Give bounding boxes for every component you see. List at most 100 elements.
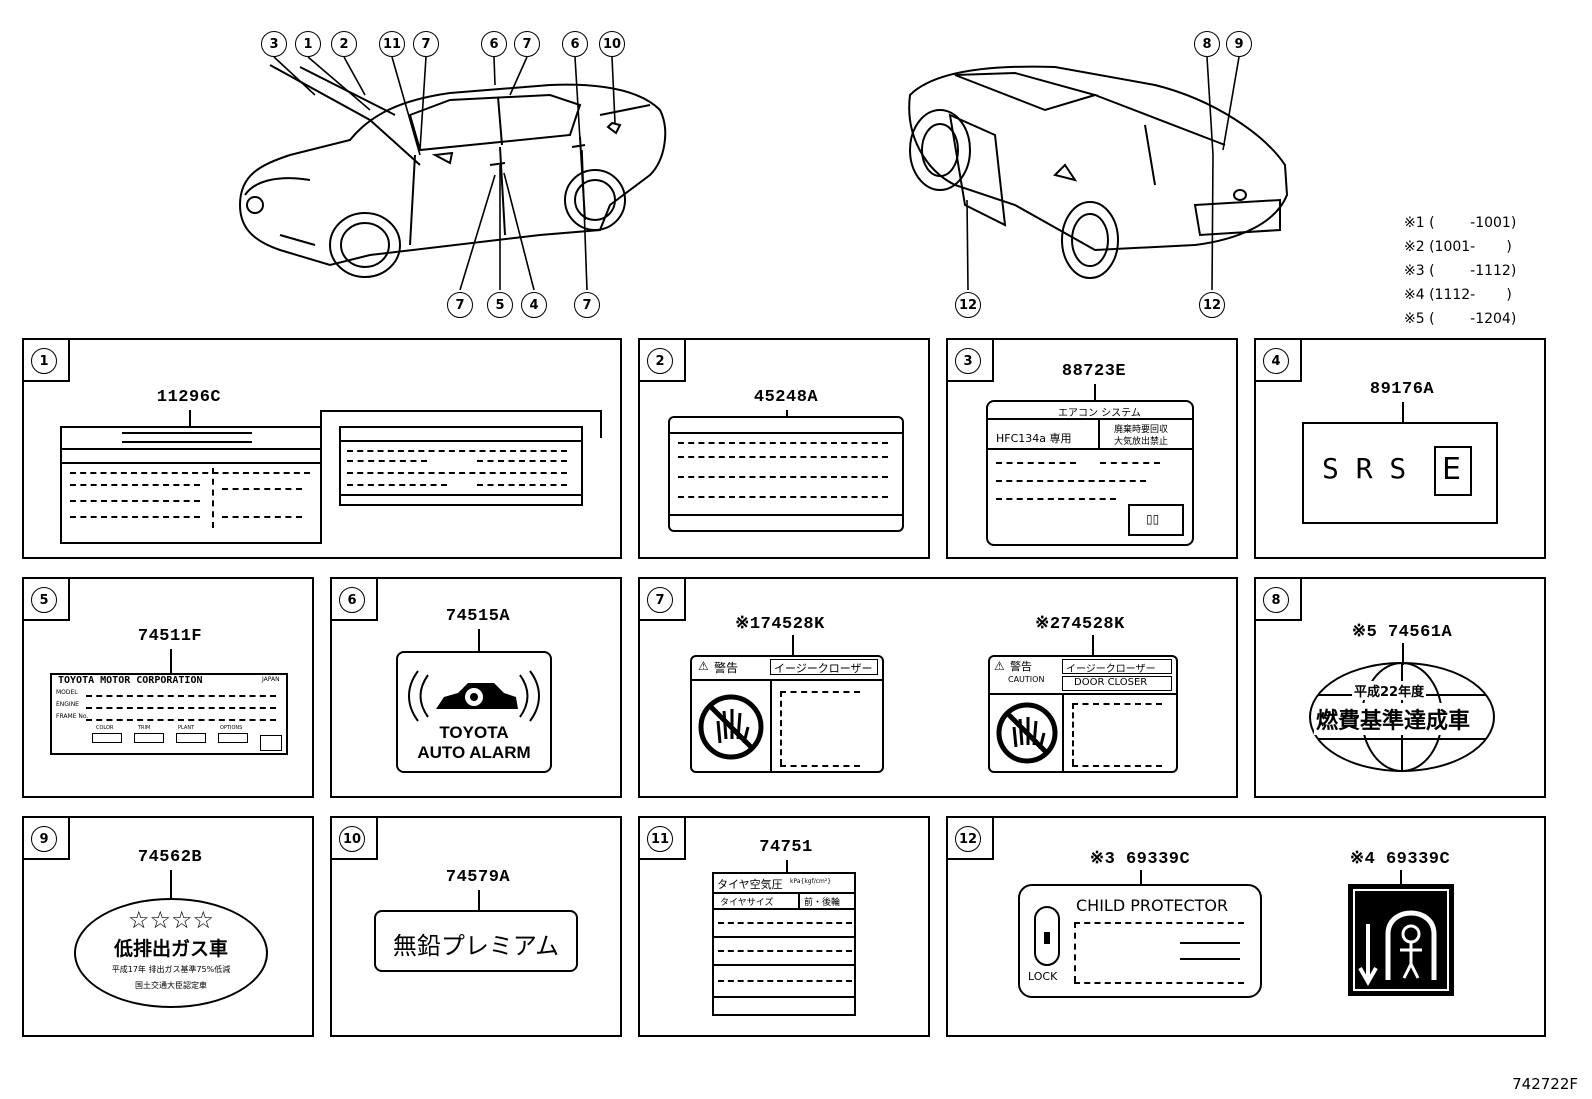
panel-8: 8 ※5 74561A 平成22年度 燃費基準達成車 — [1254, 577, 1546, 798]
part-number: 89176A — [1369, 380, 1435, 399]
field-plant: PLANT — [178, 725, 195, 731]
panel-11: 11 74751 タイヤ空気圧 kPa{kgf/cm²} タイヤサイズ 前・後輪 — [638, 816, 930, 1037]
aircon-label: エアコン システム HFC134a 専用 廃棄時要回収 大気放出禁止 ▯▯ — [986, 400, 1194, 546]
callout-7: 7 — [514, 31, 540, 57]
field-trim: TRIM — [138, 725, 151, 731]
srs-label: S R S E — [1302, 422, 1498, 524]
emission-cert: 国土交通大臣認定車 — [135, 981, 207, 990]
aircon-box-mark: ▯▯ — [1146, 512, 1160, 526]
panel-7: 7 ※174528K ⚠ 警告 イージークローザー ※274528K ⚠ 警告 … — [638, 577, 1238, 798]
aircon-note-2: 大気放出禁止 — [1114, 437, 1169, 447]
part-number-b: ※274528K — [1035, 615, 1125, 634]
alarm-text-1: TOYOTA — [439, 723, 509, 742]
part-number-a: ※174528K — [735, 615, 825, 634]
warning-word: 警告 — [714, 661, 739, 675]
panel-number: 10 — [339, 826, 365, 852]
child-protector-label: CHILD PROTECTOR LOCK — [1018, 884, 1262, 998]
note-3: ※3 ( -1112) — [1404, 263, 1517, 279]
warning-mark: ⚠ — [994, 659, 1005, 673]
unleaded-premium-text: 無鉛プレミアム — [392, 932, 560, 960]
closer-name-en: DOOR CLOSER — [1074, 677, 1148, 688]
panel-6: 6 74515A TOYOTA AUTO ALARM — [330, 577, 622, 798]
alarm-text-2: AUTO ALARM — [417, 743, 531, 762]
left-car-illustration — [220, 55, 680, 291]
warning-word: 警告 — [1010, 660, 1032, 673]
panel-number: 12 — [955, 826, 981, 852]
panel-number: 1 — [31, 348, 57, 374]
child-lock-icon-label — [1348, 884, 1454, 996]
part-number: 74515A — [445, 607, 511, 626]
callout-7: 7 — [447, 292, 473, 318]
callout-6: 6 — [562, 31, 588, 57]
panel-1: 1 11296C — [22, 338, 622, 559]
srs-text: S R S — [1322, 452, 1407, 485]
aircon-note-1: 廃棄時要回収 — [1114, 425, 1169, 435]
field-model: MODEL — [56, 689, 78, 696]
caution-word: CAUTION — [1008, 675, 1045, 684]
left-car-drawing — [238, 56, 667, 291]
part-number-b: ※4 69339C — [1349, 850, 1451, 869]
car-alarm-icon — [408, 670, 540, 722]
callout-7: 7 — [574, 292, 600, 318]
door-closer-label-b: ⚠ 警告 CAUTION イージークローザー DOOR CLOSER — [988, 655, 1178, 773]
part-number: 74511F — [137, 627, 203, 646]
caution-label — [668, 416, 904, 532]
vehicle-id-label: TOYOTA MOTOR CORPORATION JAPAN MODEL ENG… — [50, 673, 288, 755]
tire-pressure-label: タイヤ空気圧 kPa{kgf/cm²} タイヤサイズ 前・後輪 — [712, 872, 856, 1016]
callout-9: 9 — [1226, 31, 1252, 57]
part-number: 74562B — [137, 848, 203, 867]
panel-number: 9 — [31, 826, 57, 852]
maker-name: TOYOTA MOTOR CORPORATION — [58, 675, 203, 686]
panel-4: 4 89176A S R S E — [1254, 338, 1546, 559]
panel-number: 5 — [31, 587, 57, 613]
note-1: ※1 ( -1001) — [1404, 215, 1517, 231]
panel-number: 4 — [1263, 348, 1289, 374]
panel-3: 3 88723E エアコン システム HFC134a 専用 廃棄時要回収 大気放… — [946, 338, 1238, 559]
fuel-year: 平成22年度 — [1352, 681, 1427, 700]
lock-switch-icon — [1034, 906, 1060, 966]
callout-12: 12 — [1199, 292, 1225, 318]
emission-standard: 平成17年 排出ガス基準75%低減 — [111, 965, 231, 974]
fuel-standard: 燃費基準達成車 — [1314, 703, 1473, 735]
srs-e: E — [1442, 452, 1461, 487]
warning-mark: ⚠ — [698, 659, 709, 673]
tire-pressure-title: タイヤ空気圧 — [717, 878, 783, 891]
tire-axle-header: 前・後輪 — [804, 898, 841, 908]
closer-name: イージークローザー — [1066, 664, 1156, 675]
callout-2: 2 — [331, 31, 357, 57]
part-number: 74751 — [759, 838, 813, 857]
closer-name: イージークローザー — [774, 662, 873, 675]
callout-3: 3 — [261, 31, 287, 57]
emission-stars: ☆☆☆☆ — [127, 906, 215, 934]
panel-number: 6 — [339, 587, 365, 613]
right-car-drawing — [908, 56, 1289, 291]
callout-7: 7 — [413, 31, 439, 57]
note-4: ※4 (1112- ) — [1404, 287, 1512, 303]
field-options: OPTIONS — [220, 725, 243, 731]
panel-number: 7 — [647, 587, 673, 613]
door-closer-label-a: ⚠ 警告 イージークローザー — [690, 655, 884, 773]
low-emission-badge: ☆☆☆☆ 低排出ガス車 平成17年 排出ガス基準75%低減 国土交通大臣認定車 — [74, 898, 268, 1008]
callout-5: 5 — [487, 292, 513, 318]
part-number: ※5 74561A — [1351, 623, 1453, 642]
callout-4: 4 — [521, 292, 547, 318]
no-hand-icon — [698, 694, 764, 760]
note-2: ※2 (1001- ) — [1404, 239, 1512, 255]
callout-6: 6 — [481, 31, 507, 57]
callout-11: 11 — [379, 31, 405, 57]
callout-10: 10 — [599, 31, 625, 57]
part-number: 74579A — [445, 868, 511, 887]
field-color: COLOR — [96, 725, 114, 731]
panel-5: 5 74511F TOYOTA MOTOR CORPORATION JAPAN … — [22, 577, 314, 798]
aircon-title: エアコン システム — [1058, 408, 1141, 419]
aircon-refrigerant: HFC134a 専用 — [996, 432, 1072, 445]
panel-9: 9 74562B ☆☆☆☆ 低排出ガス車 平成17年 排出ガス基準75%低減 国… — [22, 816, 314, 1037]
engine-label-a — [60, 426, 322, 544]
engine-label-b — [339, 426, 583, 506]
auto-alarm-label: TOYOTA AUTO ALARM — [396, 651, 552, 773]
callout-12: 12 — [955, 292, 981, 318]
no-hand-icon — [996, 702, 1058, 764]
note-5: ※5 ( -1204) — [1404, 311, 1517, 327]
field-frame: FRAME No. — [56, 713, 89, 720]
child-lock-icon — [1353, 889, 1449, 991]
